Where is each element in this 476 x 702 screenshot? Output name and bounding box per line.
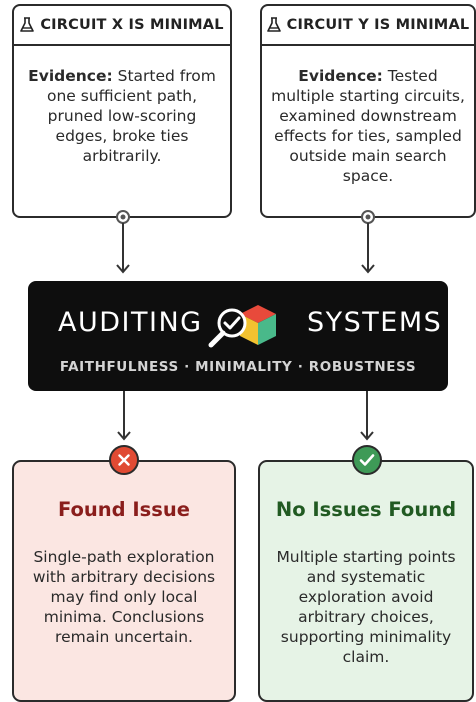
result-no-issues-title: No Issues Found xyxy=(275,498,457,521)
claim-x-evidence-label: Evidence: xyxy=(28,67,113,85)
connector-arrow-left-top xyxy=(116,210,130,274)
claim-y-evidence-label: Evidence: xyxy=(298,67,383,85)
magnifier-cube-icon xyxy=(206,303,286,353)
x-circle-icon xyxy=(109,445,139,475)
result-found-issue-body: Single-path exploration with arbitrary d… xyxy=(32,548,216,646)
connector-arrow-right-top xyxy=(361,210,375,274)
claim-y-evidence-text: Tested multiple starting circuits, exami… xyxy=(271,67,465,185)
result-card-no-issues: No Issues Found Multiple starting points… xyxy=(258,460,474,702)
result-card-found-issue: Found Issue Single-path exploration with… xyxy=(12,460,236,702)
claim-card-y: CIRCUIT Y IS MINIMAL Evidence: Tested mu… xyxy=(260,4,476,218)
claim-y-title: CIRCUIT Y IS MINIMAL xyxy=(286,17,470,33)
connector-arrow-left-bottom xyxy=(117,391,131,441)
result-no-issues-body: Multiple starting points and systematic … xyxy=(276,548,456,666)
connector-arrow-right-bottom xyxy=(360,391,374,441)
result-found-issue-title: Found Issue xyxy=(57,498,190,521)
band-title: AUDITING SYSTEMS xyxy=(28,303,448,353)
claim-x-evidence-text: Started from one sufficient path, pruned… xyxy=(46,67,216,165)
auditing-systems-band: AUDITING SYSTEMS FAITHFULNESS · MINIMALI… xyxy=(28,281,448,391)
claim-x-evidence: Evidence: Started from one sufficient pa… xyxy=(14,46,230,166)
claim-card-y-header: CIRCUIT Y IS MINIMAL xyxy=(262,6,474,46)
claim-card-x-header: CIRCUIT X IS MINIMAL xyxy=(14,6,230,46)
check-circle-icon xyxy=(352,445,382,475)
criteria-line: FAITHFULNESS · MINIMALITY · ROBUSTNESS xyxy=(59,359,417,375)
claim-card-x: CIRCUIT X IS MINIMAL Evidence: Started f… xyxy=(12,4,232,218)
band-word-right: SYSTEMS xyxy=(307,307,443,338)
claim-x-title: CIRCUIT X IS MINIMAL xyxy=(40,17,224,33)
band-word-left: AUDITING xyxy=(58,307,203,338)
claim-y-evidence: Evidence: Tested multiple starting circu… xyxy=(262,46,474,186)
flask-icon xyxy=(20,17,35,33)
flask-icon xyxy=(266,17,281,33)
